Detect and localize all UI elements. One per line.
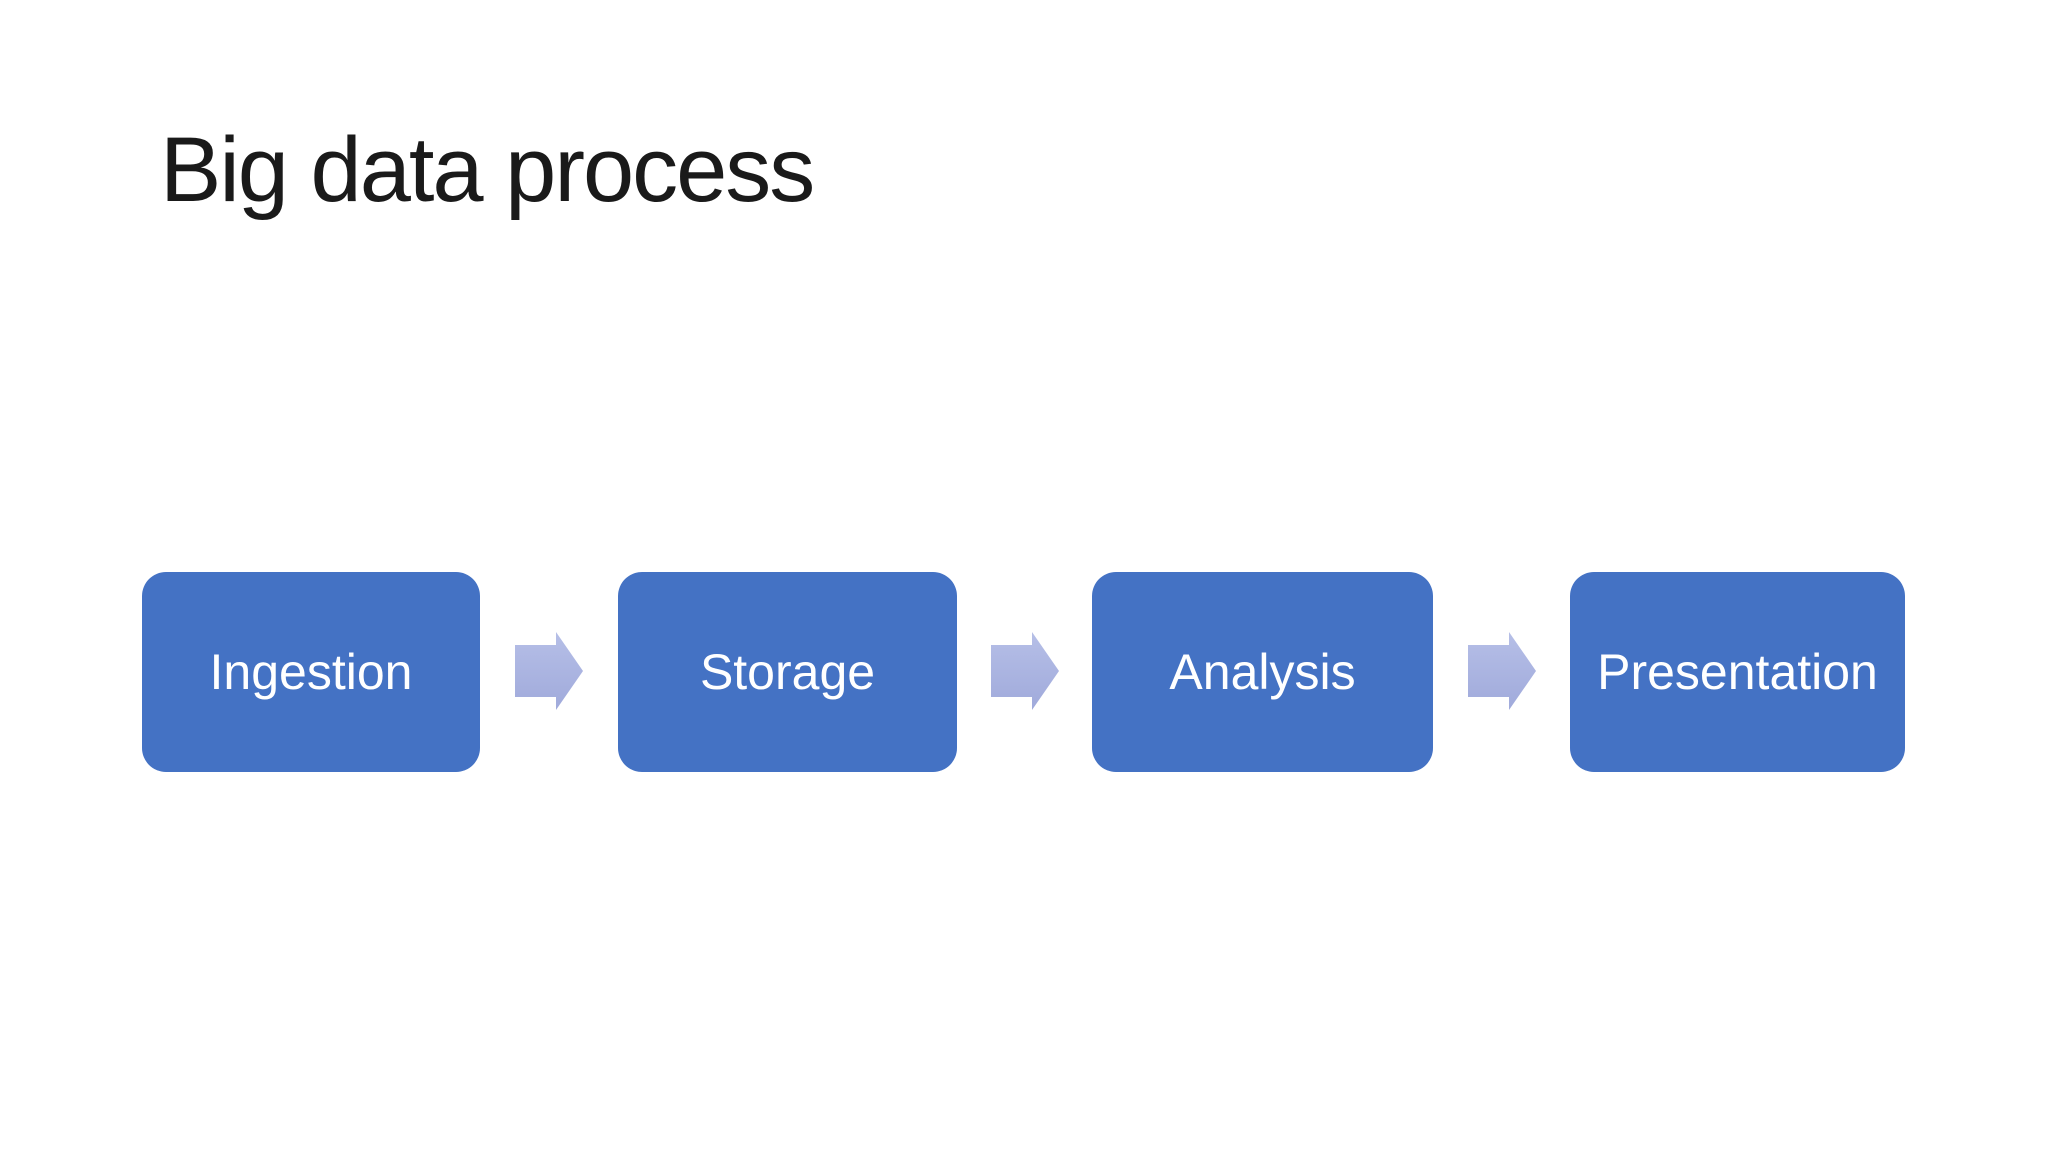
slide-title: Big data process <box>160 119 815 221</box>
right-arrow-icon <box>991 632 1059 710</box>
right-arrow-icon <box>1468 632 1536 710</box>
step-label: Storage <box>699 644 876 700</box>
process-step-analysis: Analysis <box>1092 572 1433 772</box>
step-label: Presentation <box>1597 644 1878 700</box>
step-label: Ingestion <box>209 644 413 700</box>
step-label: Analysis <box>1169 644 1356 700</box>
process-step-ingestion: Ingestion <box>142 572 480 772</box>
right-arrow-icon <box>515 632 583 710</box>
process-step-presentation: Presentation <box>1570 572 1905 772</box>
process-step-storage: Storage <box>618 572 957 772</box>
